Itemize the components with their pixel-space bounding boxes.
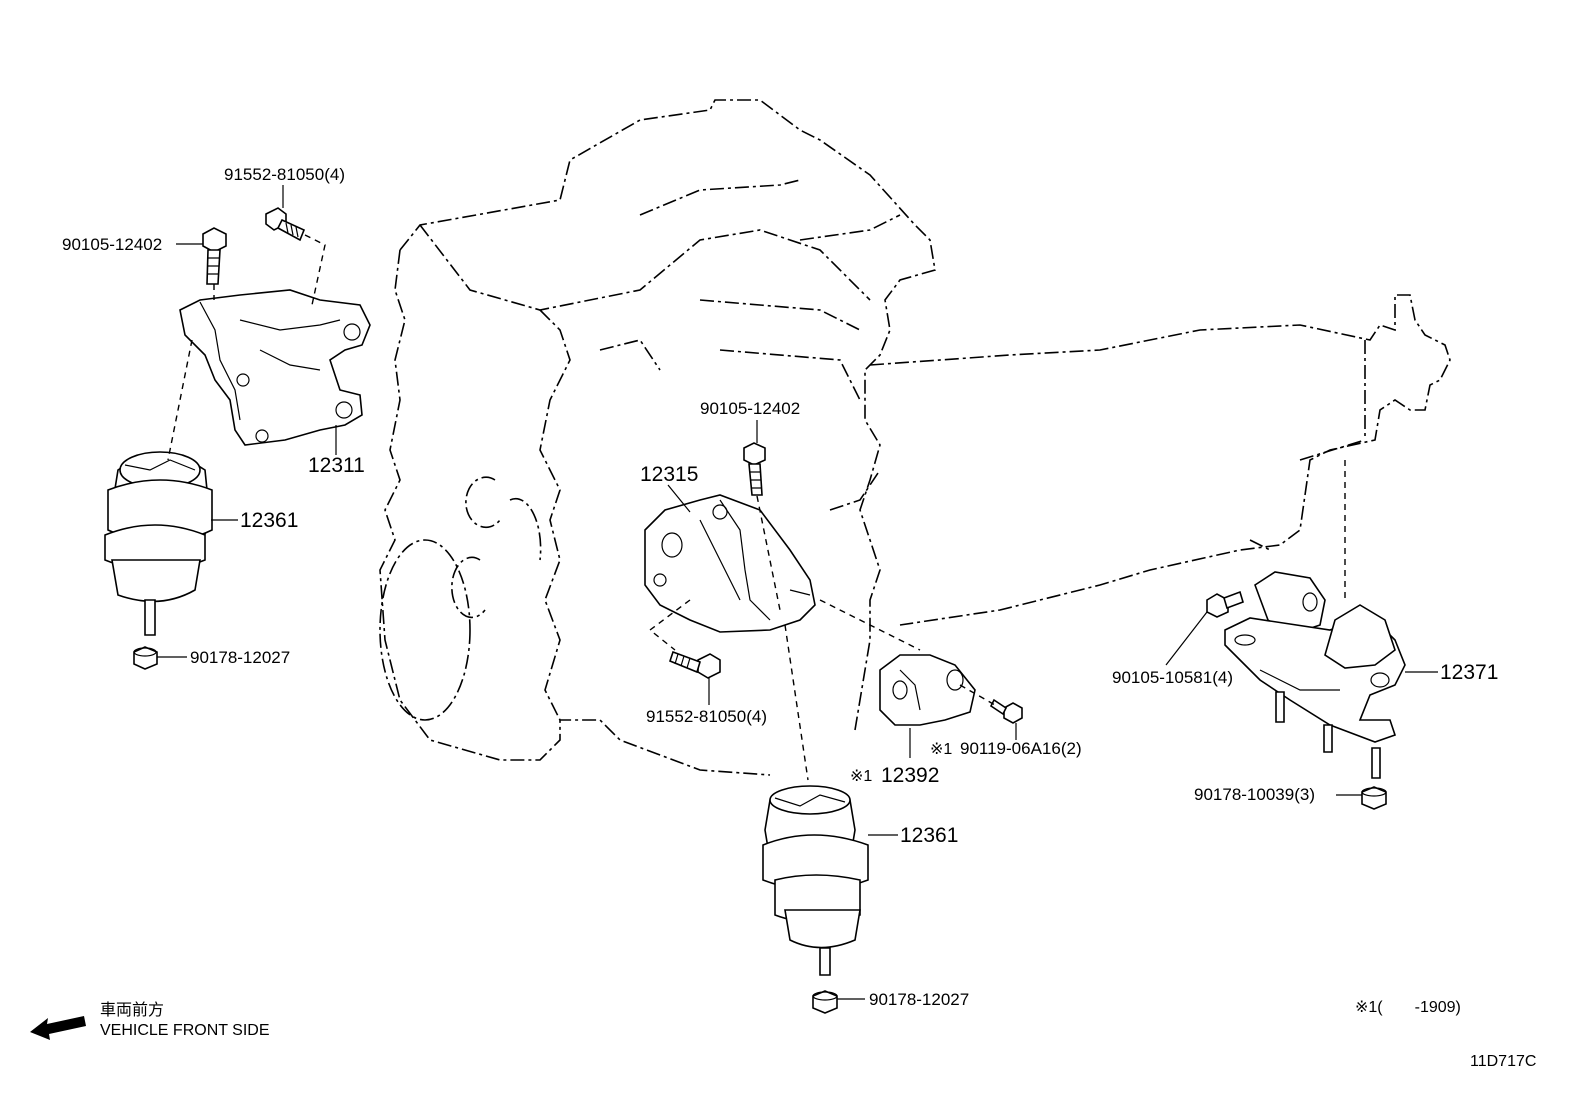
bolt-91552-mid — [669, 650, 721, 679]
nut-90178-left — [133, 646, 158, 670]
mount-12371 — [1224, 571, 1406, 779]
label-91552-top: 91552-81050(4) — [224, 165, 345, 184]
label-91552-mid: 91552-81050(4) — [646, 707, 767, 726]
label-12315: 12315 — [640, 463, 698, 486]
label-90178-mid: 90178-12027 — [869, 990, 969, 1009]
nut-90178-mid — [812, 990, 838, 1014]
dash-line — [784, 624, 809, 781]
dash-line — [167, 339, 193, 461]
bolt-91552-top — [265, 207, 306, 242]
transmission-ghost-outline — [869, 294, 1451, 626]
label-90105-mid: 90105-12402 — [700, 399, 800, 418]
dash-line — [304, 234, 326, 306]
label-90105-left: 90105-12402 — [62, 235, 162, 254]
dash-line — [756, 495, 781, 611]
dash-line — [959, 684, 996, 706]
footnote: ※1( -1909) — [1355, 999, 1461, 1016]
label-12361-left: 12361 — [240, 509, 298, 532]
label-12392: 12392 — [881, 764, 939, 787]
label-12311: 12311 — [308, 454, 365, 477]
bolt-90119 — [989, 698, 1023, 724]
label-12392-mark: ※1 — [850, 768, 872, 785]
bracket-12315 — [644, 494, 816, 633]
dash-line — [819, 599, 921, 651]
bolt-90105-left — [202, 227, 227, 285]
leader-lines — [157, 185, 1438, 1000]
label-12361-mid: 12361 — [900, 824, 958, 847]
label-90178-right: 90178-10039(3) — [1194, 785, 1315, 804]
bolt-90105-right — [1206, 590, 1244, 618]
label-90119-mark: ※1 — [930, 741, 952, 758]
nut-90178-right — [1361, 786, 1387, 810]
mount-12361-mid — [762, 785, 869, 976]
diagram-code: 11D717C — [1470, 1053, 1536, 1070]
mount-12361-left — [104, 451, 213, 636]
bolt-90105-mid — [743, 442, 766, 496]
engine-ghost-outline — [379, 99, 936, 776]
bracket-12311 — [179, 289, 371, 446]
label-90178-left: 90178-12027 — [190, 648, 290, 667]
label-90105-right: 90105-10581(4) — [1112, 668, 1233, 687]
label-12371: 12371 — [1440, 661, 1498, 684]
direction-label-jp: 車両前方 — [100, 1001, 164, 1019]
dash-line — [648, 599, 691, 651]
direction-label-en: VEHICLE FRONT SIDE — [100, 1022, 270, 1039]
front-arrow-icon — [30, 1016, 86, 1040]
bracket-12392 — [879, 654, 976, 726]
label-90119: 90119-06A16(2) — [960, 739, 1082, 758]
